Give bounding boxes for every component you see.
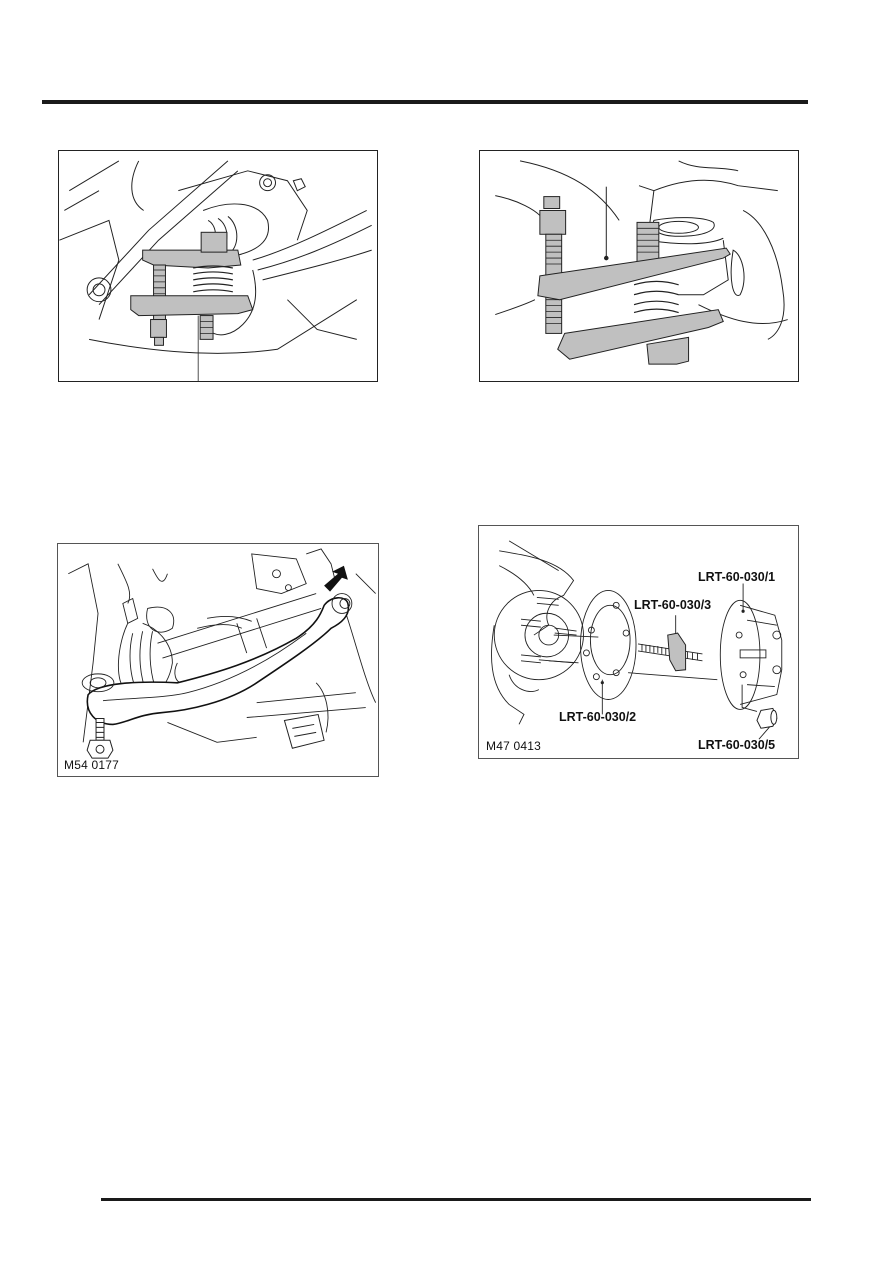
figure-hub-puller-kit: LRT-60-030/1 LRT-60-030/3 LRT-60-030/2 L… (478, 525, 799, 759)
footer-rule (101, 1198, 811, 1201)
ball-joint-splitter-closeup-illustration (495, 160, 788, 365)
lower-arm-illustration (68, 548, 377, 759)
figure-code: M54 0177 (64, 758, 119, 772)
hub-puller-exploded-illustration (491, 540, 783, 740)
figure-lower-arm-removal: M54 0177 (57, 543, 379, 777)
figure-ball-joint-splitter-closeup (479, 150, 799, 382)
callout-lrt-60-030-3: LRT-60-030/3 (634, 598, 712, 612)
callout-lrt-60-030-1: LRT-60-030/1 (698, 570, 776, 584)
ball-joint-splitter-illustration (59, 160, 372, 381)
figure-ball-joint-splitter-fitted (58, 150, 378, 382)
header-rule (42, 100, 808, 104)
callout-lrt-60-030-5: LRT-60-030/5 (698, 738, 776, 752)
callout-lrt-60-030-2: LRT-60-030/2 (559, 710, 637, 724)
figure-code: M47 0413 (486, 739, 541, 753)
arrow-icon (324, 565, 348, 592)
